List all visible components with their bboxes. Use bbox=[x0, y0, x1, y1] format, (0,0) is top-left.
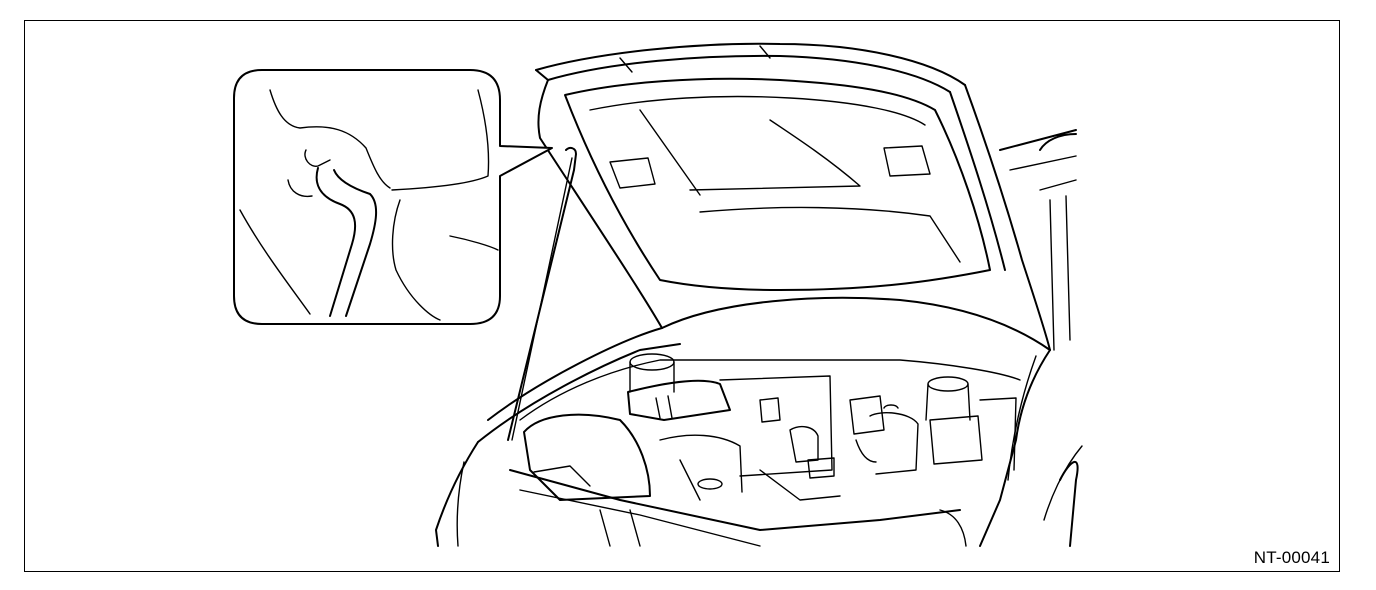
open-hood bbox=[535, 42, 1051, 351]
hood-stay-rod bbox=[507, 146, 577, 441]
figure-code: NT-00041 bbox=[1253, 548, 1330, 567]
figure-frame bbox=[24, 20, 1340, 572]
car-body bbox=[435, 129, 1083, 547]
detail-callout bbox=[233, 69, 553, 325]
engine-compartment bbox=[519, 353, 1021, 501]
